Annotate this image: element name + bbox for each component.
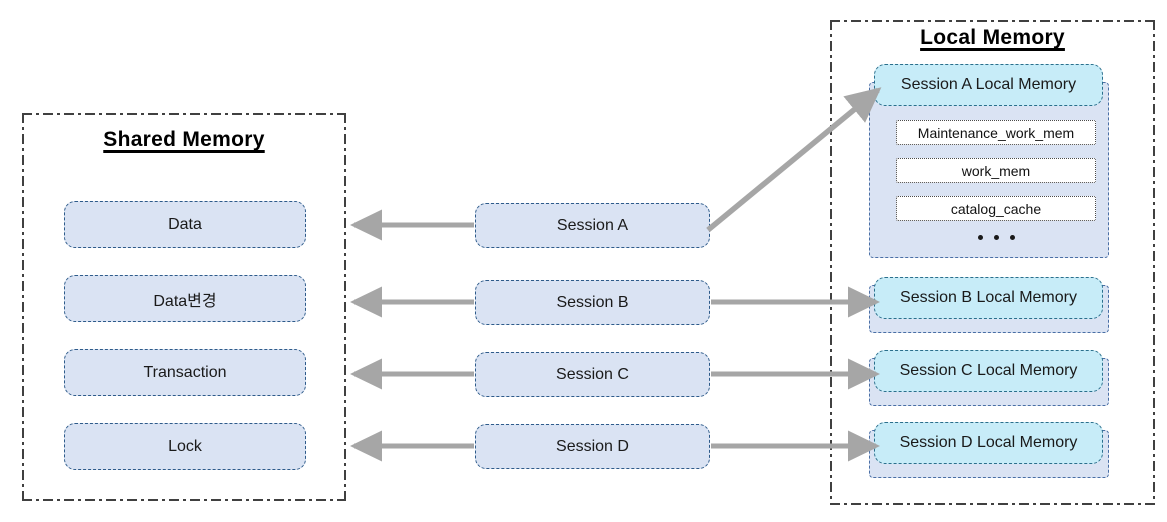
local-memory-param-work-mem[interactable]: work_mem xyxy=(896,158,1096,183)
shared-memory-item-label: Data xyxy=(168,215,202,233)
local-memory-label: Session C Local Memory xyxy=(899,362,1078,379)
session-label: Session C xyxy=(556,365,629,383)
ellipsis-dot xyxy=(993,234,999,240)
shared-memory-item-lock[interactable]: Lock xyxy=(64,423,306,470)
local-memory-title: Local Memory xyxy=(920,26,1065,49)
ellipsis-dot xyxy=(977,234,983,240)
param-label: Maintenance_work_mem xyxy=(917,124,1075,141)
local-memory-label: Session D Local Memory xyxy=(899,434,1078,451)
session-box-a[interactable]: Session A xyxy=(475,203,710,248)
param-label: catalog_cache xyxy=(950,200,1042,217)
param-label: work_mem xyxy=(961,162,1031,179)
session-label: Session A xyxy=(556,216,629,234)
shared-memory-item-label: Data변경 xyxy=(153,292,217,310)
local-memory-label: Session B Local Memory xyxy=(900,289,1077,306)
shared-memory-item-transaction[interactable]: Transaction xyxy=(64,349,306,396)
local-memory-header-a[interactable]: Session A Local Memory xyxy=(874,64,1103,106)
session-label: Session D xyxy=(556,437,629,455)
session-box-d[interactable]: Session D xyxy=(475,424,710,469)
shared-memory-item-label: Lock xyxy=(168,437,202,455)
shared-memory-item-label: Transaction xyxy=(143,363,227,381)
ellipsis-dot xyxy=(1009,234,1015,240)
session-box-b[interactable]: Session B xyxy=(475,280,710,325)
local-memory-header-b[interactable]: Session B Local Memory xyxy=(874,277,1103,319)
shared-memory-title: Shared Memory xyxy=(103,128,265,151)
shared-memory-item-data[interactable]: Data xyxy=(64,201,306,248)
session-label: Session B xyxy=(556,293,629,311)
local-memory-param-catalog-cache[interactable]: catalog_cache xyxy=(896,196,1096,221)
local-memory-param-maintenance-work-mem[interactable]: Maintenance_work_mem xyxy=(896,120,1096,145)
local-memory-label: Session A Local Memory xyxy=(900,76,1077,93)
local-memory-header-c[interactable]: Session C Local Memory xyxy=(874,350,1103,392)
session-box-c[interactable]: Session C xyxy=(475,352,710,397)
shared-memory-item-data-change[interactable]: Data변경 xyxy=(64,275,306,322)
local-memory-param-ellipsis xyxy=(896,228,1096,246)
local-memory-header-d[interactable]: Session D Local Memory xyxy=(874,422,1103,464)
